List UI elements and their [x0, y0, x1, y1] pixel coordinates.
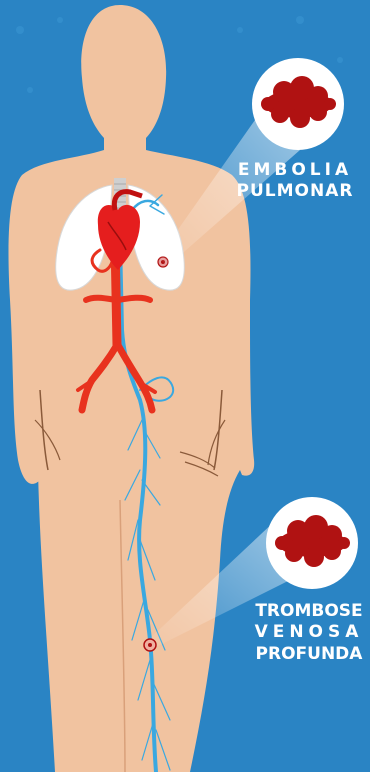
- embolia-label-line1: EMBOLIA: [225, 160, 365, 181]
- embolia-label-line2: PULMONAR: [225, 181, 365, 202]
- thrombosis-callout: [266, 497, 358, 589]
- embolism-callout: [252, 58, 344, 150]
- trombose-label: TROMBOSE VENOSA PROFUNDA: [248, 601, 370, 665]
- clot-in-leg-icon: [144, 639, 156, 651]
- trombose-label-line3: PROFUNDA: [248, 644, 370, 665]
- trombose-label-line2: VENOSA: [248, 622, 370, 643]
- trombose-label-line1: TROMBOSE: [248, 601, 370, 622]
- body-silhouette-icon: [9, 5, 255, 772]
- embolia-label: EMBOLIA PULMONAR: [225, 160, 365, 203]
